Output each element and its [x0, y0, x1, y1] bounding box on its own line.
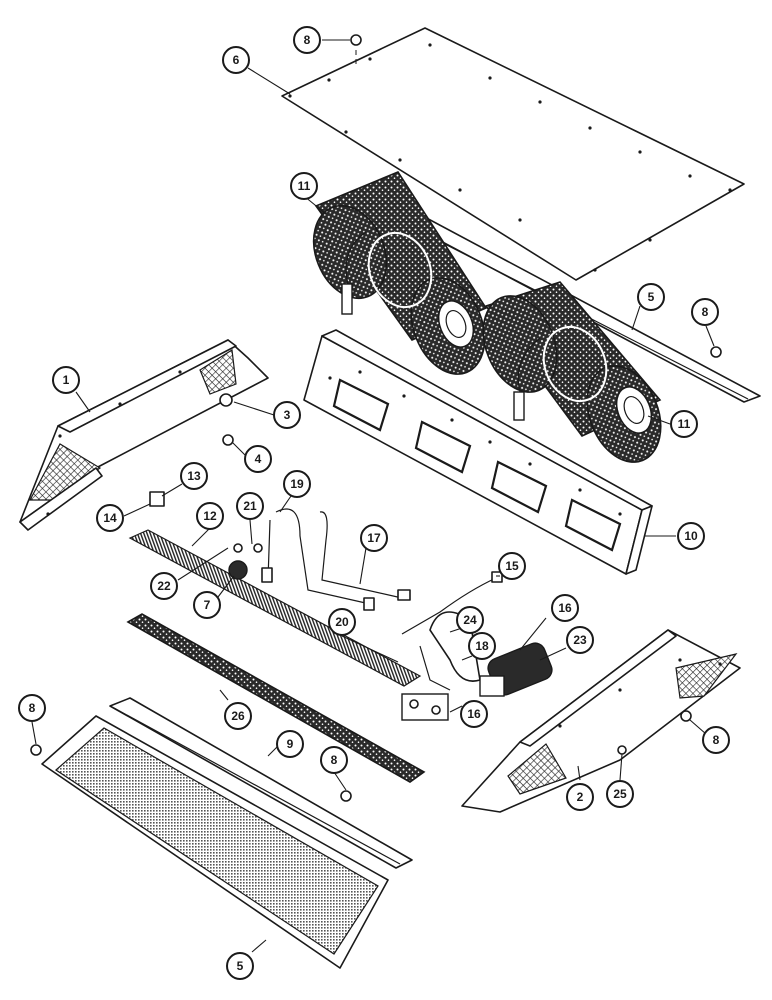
callout-8-bottom-mid: 8 [320, 746, 348, 774]
bottom-strip [109, 697, 413, 869]
svg-text:8: 8 [713, 733, 720, 747]
svg-text:13: 13 [187, 469, 201, 483]
svg-text:19: 19 [290, 477, 304, 491]
svg-text:21: 21 [243, 499, 257, 513]
svg-text:25: 25 [613, 787, 627, 801]
svg-text:11: 11 [678, 417, 691, 431]
bottom-grille-panel [41, 715, 389, 969]
callout-5-top: 5 [637, 283, 665, 311]
blower-housing [303, 329, 653, 575]
callout-23: 23 [566, 626, 594, 654]
callout-6: 6 [222, 46, 250, 74]
left-side-bracket [19, 339, 269, 531]
svg-text:8: 8 [304, 33, 311, 47]
coil-strip [128, 529, 422, 687]
callout-14: 14 [96, 504, 124, 532]
callout-1: 1 [52, 366, 80, 394]
hardware [30, 34, 722, 802]
callout-8-top: 8 [293, 26, 321, 54]
callout-12: 12 [196, 502, 224, 530]
callout-8-right-top: 8 [691, 298, 719, 326]
svg-text:24: 24 [463, 613, 477, 627]
foam-bar [126, 613, 426, 783]
svg-text:10: 10 [684, 529, 698, 543]
valve-block [401, 693, 449, 721]
svg-text:7: 7 [204, 598, 211, 612]
callout-16-lower: 16 [460, 700, 488, 728]
svg-text:4: 4 [255, 452, 262, 466]
callout-9: 9 [276, 730, 304, 758]
callout-20: 20 [328, 608, 356, 636]
svg-text:20: 20 [335, 615, 349, 629]
svg-text:11: 11 [298, 179, 311, 193]
callout-16-upper: 16 [551, 594, 579, 622]
drier-assembly [429, 611, 553, 697]
svg-text:8: 8 [702, 305, 709, 319]
svg-text:9: 9 [287, 737, 294, 751]
svg-text:1: 1 [63, 373, 70, 387]
svg-text:16: 16 [558, 601, 572, 615]
svg-text:12: 12 [203, 509, 217, 523]
svg-text:3: 3 [284, 408, 291, 422]
callout-26: 26 [224, 702, 252, 730]
svg-text:15: 15 [505, 559, 519, 573]
callout-2: 2 [566, 783, 594, 811]
right-side-bracket [461, 629, 741, 813]
callout-13: 13 [180, 462, 208, 490]
svg-text:17: 17 [367, 531, 381, 545]
svg-text:18: 18 [475, 639, 489, 653]
callout-18: 18 [468, 632, 496, 660]
top-cover-plate [281, 27, 745, 281]
callout-24: 24 [456, 606, 484, 634]
callout-25: 25 [606, 780, 634, 808]
callout-7: 7 [193, 591, 221, 619]
callout-5-bottom: 5 [226, 952, 254, 980]
callout-8-left: 8 [18, 694, 46, 722]
callout-4: 4 [244, 445, 272, 473]
svg-text:22: 22 [157, 579, 171, 593]
callout-11-left: 11 [290, 172, 318, 200]
callout-11-right: 11 [670, 410, 698, 438]
callout-21: 21 [236, 492, 264, 520]
svg-text:8: 8 [331, 753, 338, 767]
svg-text:23: 23 [573, 633, 587, 647]
callout-15: 15 [498, 552, 526, 580]
svg-text:16: 16 [467, 707, 481, 721]
callout-10: 10 [677, 522, 705, 550]
svg-text:5: 5 [237, 959, 244, 973]
svg-text:6: 6 [233, 53, 240, 67]
svg-text:14: 14 [103, 511, 117, 525]
svg-text:8: 8 [29, 701, 36, 715]
blower-right [482, 281, 662, 463]
leader-lines [31, 39, 715, 953]
svg-text:26: 26 [231, 709, 245, 723]
callout-8-right-bottom: 8 [702, 726, 730, 754]
callout-3: 3 [273, 401, 301, 429]
callout-17: 17 [360, 524, 388, 552]
callout-22: 22 [150, 572, 178, 600]
callout-19: 19 [283, 470, 311, 498]
svg-text:2: 2 [577, 790, 584, 804]
blower-left [312, 171, 488, 375]
svg-text:5: 5 [648, 290, 655, 304]
